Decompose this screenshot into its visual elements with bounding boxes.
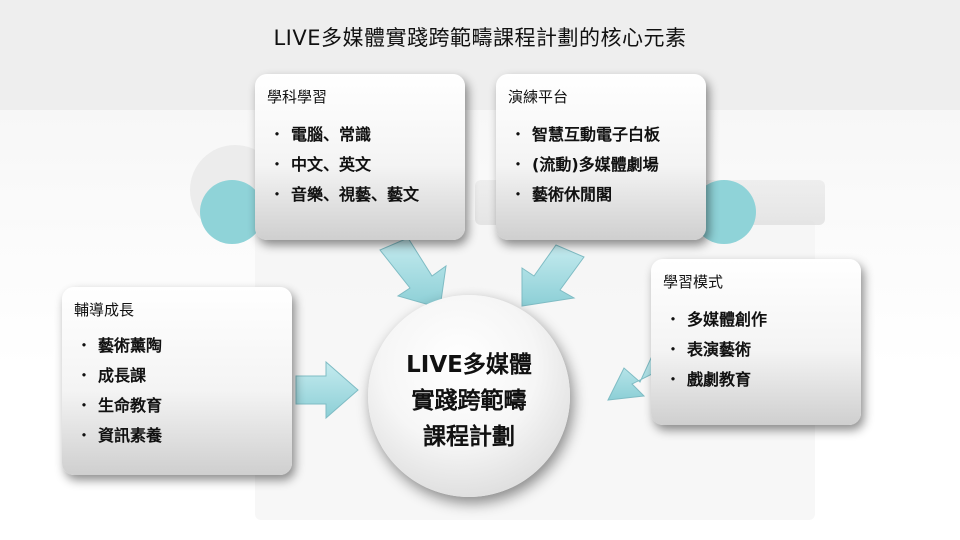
- arrow-platform-to-center: [521, 244, 585, 307]
- box-subject-list: ・電腦、常識 ・中文、英文 ・音樂、視藝、藝文: [269, 120, 419, 210]
- bullet-icon: ・: [665, 340, 682, 359]
- bullet-icon: ・: [665, 310, 682, 329]
- box-subject-learning: 學科學習 ・電腦、常識 ・中文、英文 ・音樂、視藝、藝文: [255, 74, 465, 240]
- list-item: ・資訊素養: [76, 426, 163, 445]
- list-item: ・戲劇教育: [665, 370, 752, 389]
- header-band: [0, 0, 960, 110]
- list-item: ・藝術薰陶: [76, 336, 163, 355]
- box-learning-mode: 學習模式 ・多媒體創作 ・表演藝術 ・戲劇教育: [651, 259, 861, 425]
- bullet-icon: ・: [76, 336, 93, 355]
- list-item: ・生命教育: [76, 396, 163, 415]
- bullet-icon: ・: [510, 155, 527, 174]
- arrow-subject-to-center: [379, 237, 447, 309]
- decorative-circle-left: [200, 180, 264, 244]
- box-subject-title: 學科學習: [267, 88, 328, 106]
- box-guidance-list: ・藝術薰陶 ・成長課 ・生命教育 ・資訊素養: [76, 331, 162, 451]
- bullet-icon: ・: [76, 426, 93, 445]
- center-line-1: LIVE多媒體: [406, 352, 532, 378]
- bullet-icon: ・: [269, 155, 286, 174]
- list-item: ・表演藝術: [665, 340, 752, 359]
- center-line-2: 實踐跨範疇: [411, 388, 527, 414]
- list-item: ・成長課: [76, 366, 147, 385]
- bullet-icon: ・: [269, 125, 286, 144]
- list-item: ・(流動)多媒體劇場: [510, 155, 659, 174]
- center-label: LIVE多媒體 實踐跨範疇 課程計劃: [368, 347, 570, 455]
- list-item: ・藝術休閒閣: [510, 185, 613, 204]
- bullet-icon: ・: [76, 366, 93, 385]
- bullet-icon: ・: [510, 185, 527, 204]
- diagram-title: LIVE多媒體實踐跨範疇課程計劃的核心元素: [273, 26, 687, 50]
- list-item: ・音樂、視藝、藝文: [269, 185, 420, 204]
- box-platform-list: ・智慧互動電子白板 ・(流動)多媒體劇場 ・藝術休閒閣: [510, 120, 660, 210]
- box-platform-title: 演練平台: [508, 88, 569, 106]
- center-circle: LIVE多媒體 實踐跨範疇 課程計劃: [368, 295, 570, 497]
- list-item: ・智慧互動電子白板: [510, 125, 661, 144]
- bullet-icon: ・: [76, 396, 93, 415]
- arrow-guidance-to-center: [295, 360, 359, 420]
- list-item: ・多媒體創作: [665, 310, 768, 329]
- bullet-icon: ・: [269, 185, 286, 204]
- list-item: ・中文、英文: [269, 155, 372, 174]
- bullet-icon: ・: [665, 370, 682, 389]
- box-practice-platform: 演練平台 ・智慧互動電子白板 ・(流動)多媒體劇場 ・藝術休閒閣: [496, 74, 706, 240]
- list-item: ・電腦、常識: [269, 125, 372, 144]
- box-mode-title: 學習模式: [663, 273, 724, 291]
- center-line-3: 課程計劃: [423, 424, 515, 450]
- box-guidance-title: 輔導成長: [74, 301, 135, 319]
- box-mode-list: ・多媒體創作 ・表演藝術 ・戲劇教育: [665, 305, 767, 395]
- box-guidance-growth: 輔導成長 ・藝術薰陶 ・成長課 ・生命教育 ・資訊素養: [62, 287, 292, 475]
- bullet-icon: ・: [510, 125, 527, 144]
